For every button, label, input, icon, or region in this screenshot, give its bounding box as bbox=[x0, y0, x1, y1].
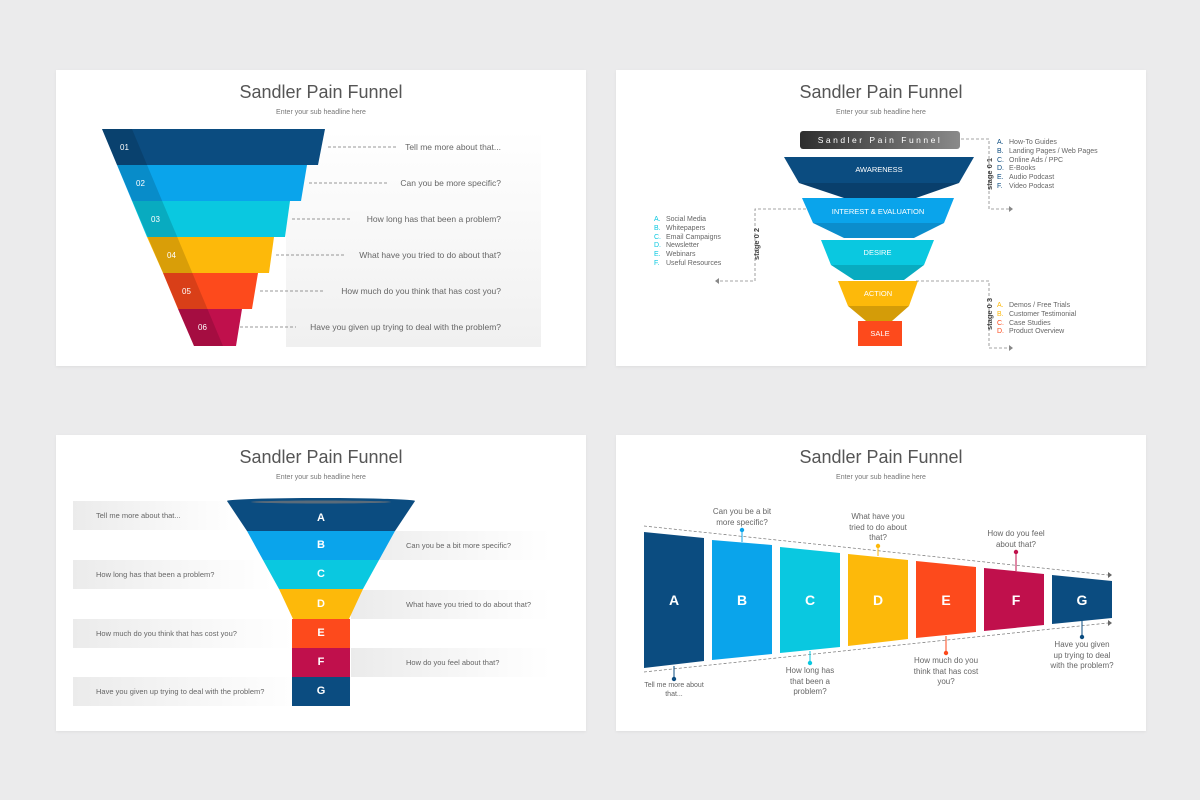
step-letter: G bbox=[1076, 592, 1088, 608]
question-band: Tell me more about that... bbox=[73, 501, 243, 530]
question-band: Have you given up trying to deal with th… bbox=[73, 677, 308, 706]
horizontal-funnel-graphic bbox=[643, 525, 1112, 682]
question-text: What have you tried to do about that? bbox=[359, 250, 501, 260]
slide-subtitle: Enter your sub headline here bbox=[836, 474, 926, 481]
stage-desire: DESIRE bbox=[863, 248, 892, 257]
question-text: How much do you think that has cost you? bbox=[341, 286, 501, 296]
step-letter: D bbox=[872, 592, 884, 608]
step-letter: G bbox=[316, 685, 326, 697]
stage-01-label: stage 0 1 bbox=[985, 157, 994, 190]
question-text: What have you tried to do about that? bbox=[849, 512, 907, 542]
question-text: How long has that been a problem? bbox=[366, 214, 501, 224]
step-letter: F bbox=[1011, 592, 1021, 608]
step-letter: E bbox=[317, 627, 325, 639]
funnel-header-label: Sandler Pain Funnel bbox=[800, 131, 960, 149]
step-number: 02 bbox=[136, 179, 145, 188]
step-letter: B bbox=[736, 592, 748, 608]
slide-numbered-funnel: Sandler Pain Funnel Enter your sub headl… bbox=[56, 70, 586, 366]
funnel-graphic bbox=[102, 129, 396, 346]
step-number: 06 bbox=[198, 323, 207, 332]
stage-funnel-graphic bbox=[715, 138, 1013, 351]
question-text: Tell me more about that... bbox=[644, 682, 704, 698]
question-backdrop bbox=[286, 130, 541, 347]
stage-action: ACTION bbox=[863, 289, 893, 298]
stage-awareness: AWARENESS bbox=[855, 165, 903, 174]
slide-stage-funnel: Sandler Pain Funnel Enter your sub headl… bbox=[616, 70, 1146, 366]
step-letter: D bbox=[317, 598, 325, 610]
slide-title: Sandler Pain Funnel bbox=[799, 447, 963, 467]
slide-subtitle: Enter your sub headline here bbox=[276, 474, 366, 481]
stage-interest: INTEREST & EVALUATION bbox=[831, 207, 925, 216]
slide-title: Sandler Pain Funnel bbox=[239, 447, 403, 467]
question-text: Have you given up trying to deal with th… bbox=[310, 322, 501, 332]
question-text: How do you feel about that? bbox=[987, 529, 1045, 549]
step-number: 04 bbox=[167, 251, 176, 260]
question-text: Have you given up trying to deal with th… bbox=[1050, 640, 1114, 670]
step-letter: F bbox=[317, 656, 325, 668]
slide-lettered-funnel: Sandler Pain Funnel Enter your sub headl… bbox=[56, 435, 586, 731]
slide-horizontal-funnel: Sandler Pain Funnel Enter your sub headl… bbox=[616, 435, 1146, 731]
question-text: Tell me more about that... bbox=[405, 142, 501, 152]
step-number: 01 bbox=[120, 143, 129, 152]
stage-03-list: A.Demos / Free Trials B.Customer Testimo… bbox=[997, 302, 1077, 336]
question-band: How long has that been a problem? bbox=[73, 560, 273, 589]
step-letter: C bbox=[317, 568, 325, 580]
stage-sale: SALE bbox=[870, 329, 890, 338]
slide-title: Sandler Pain Funnel bbox=[799, 82, 963, 102]
step-number: 03 bbox=[151, 215, 160, 224]
step-number: 05 bbox=[182, 287, 191, 296]
step-letter: A bbox=[668, 592, 680, 608]
question-band: What have you tried to do about that? bbox=[351, 590, 551, 619]
stage-01-list: A.How-To Guides B.Landing Pages / Web Pa… bbox=[997, 139, 1098, 190]
slide-subtitle: Enter your sub headline here bbox=[276, 109, 366, 116]
step-letter: C bbox=[804, 592, 816, 608]
step-letter: E bbox=[941, 592, 951, 608]
step-letter: A bbox=[317, 512, 325, 524]
stage-03-label: stage 0 3 bbox=[985, 297, 994, 330]
step-letter: B bbox=[317, 539, 325, 551]
slide-subtitle: Enter your sub headline here bbox=[836, 109, 926, 116]
question-band: How do you feel about that? bbox=[351, 648, 551, 677]
slide-title: Sandler Pain Funnel bbox=[239, 82, 403, 102]
question-text: How much do you think that has cost you? bbox=[913, 656, 979, 686]
question-text: Can you be a bit more specific? bbox=[712, 507, 772, 527]
question-text: How long has that been a problem? bbox=[785, 666, 835, 696]
stage-02-list: A.Social Media B.Whitepapers C.Email Cam… bbox=[654, 216, 722, 267]
funnel-graphic bbox=[227, 498, 415, 706]
question-text: Can you be more specific? bbox=[400, 178, 501, 188]
question-band: How much do you think that has cost you? bbox=[73, 619, 293, 648]
